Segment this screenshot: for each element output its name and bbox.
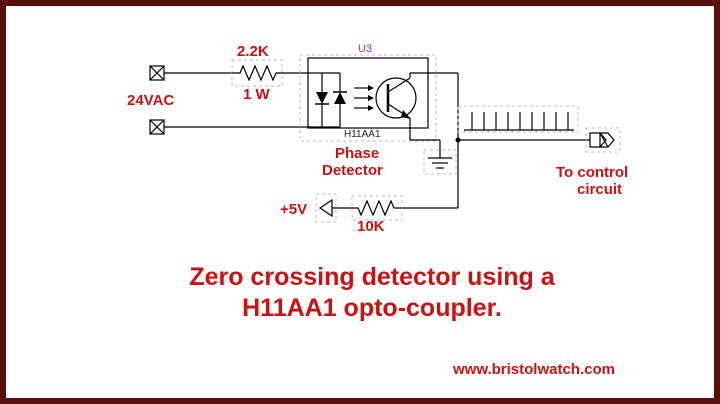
- resistor1-2k2: [232, 64, 282, 82]
- led-pair-icon: [315, 91, 347, 105]
- output-label-line2: circuit: [577, 181, 622, 198]
- output-label-line1: To control: [556, 164, 628, 181]
- ac-terminal-bottom: [149, 119, 165, 135]
- ac-input-label: 24VAC: [127, 92, 174, 109]
- ic-part-label: H11AA1: [344, 129, 381, 140]
- detector-label-line2: Detector: [322, 162, 383, 179]
- phototransistor-icon: [375, 72, 428, 128]
- ac-terminal-top: [149, 65, 165, 81]
- website-label: www.bristolwatch.com: [452, 361, 615, 378]
- bus-ticks: [471, 112, 569, 130]
- light-arrows-icon: [354, 85, 374, 111]
- title-line1: Zero crossing detector using a: [189, 263, 555, 291]
- ic-ref-label: U3: [358, 43, 372, 55]
- resistor2-value-label: 10K: [357, 218, 385, 235]
- vcc-label: +5V: [280, 201, 307, 218]
- bus-outline: [457, 105, 579, 133]
- resistor1-value-label: 2.2K: [237, 43, 269, 60]
- resistor2-10k: [352, 199, 402, 217]
- output-connector-icon: [585, 127, 621, 153]
- detector-label-line1: Phase: [335, 145, 379, 162]
- ground-icon: [409, 128, 457, 175]
- vcc-supply-icon: [315, 193, 337, 223]
- optocoupler-outline: [299, 54, 437, 142]
- optocoupler-body: [307, 57, 429, 129]
- title-line2: H11AA1 opto-coupler.: [242, 294, 502, 322]
- resistor1-power-label: 1 W: [243, 86, 271, 103]
